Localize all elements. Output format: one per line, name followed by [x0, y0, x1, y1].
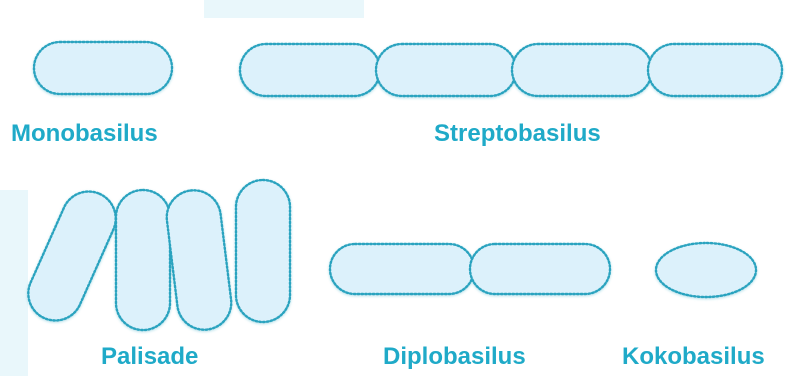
label-monobasilus: Monobasilus: [11, 120, 158, 148]
monobasilus-cell: [34, 42, 172, 94]
label-palisade: Palisade: [101, 343, 198, 371]
streptobasilus-cell: [648, 44, 782, 96]
streptobasilus-cell: [376, 44, 516, 96]
diplobasilus-pair: [330, 244, 610, 294]
label-streptobasilus: Streptobasilus: [434, 120, 601, 148]
diplobasilus-cell: [470, 244, 610, 294]
label-diplobasilus: Diplobasilus: [383, 343, 526, 371]
diplobasilus-cell: [330, 244, 474, 294]
palisade-group: [20, 180, 290, 333]
palisade-cell: [164, 187, 235, 333]
label-kokobasilus: Kokobasilus: [622, 343, 765, 371]
palisade-cell: [236, 180, 290, 322]
streptobasilus-cell: [512, 44, 652, 96]
kokobasilus-cell: [656, 243, 756, 297]
streptobasilus-cell: [240, 44, 380, 96]
palisade-cell: [20, 183, 125, 329]
streptobasilus-chain: [240, 44, 782, 96]
palisade-cell: [116, 190, 170, 330]
